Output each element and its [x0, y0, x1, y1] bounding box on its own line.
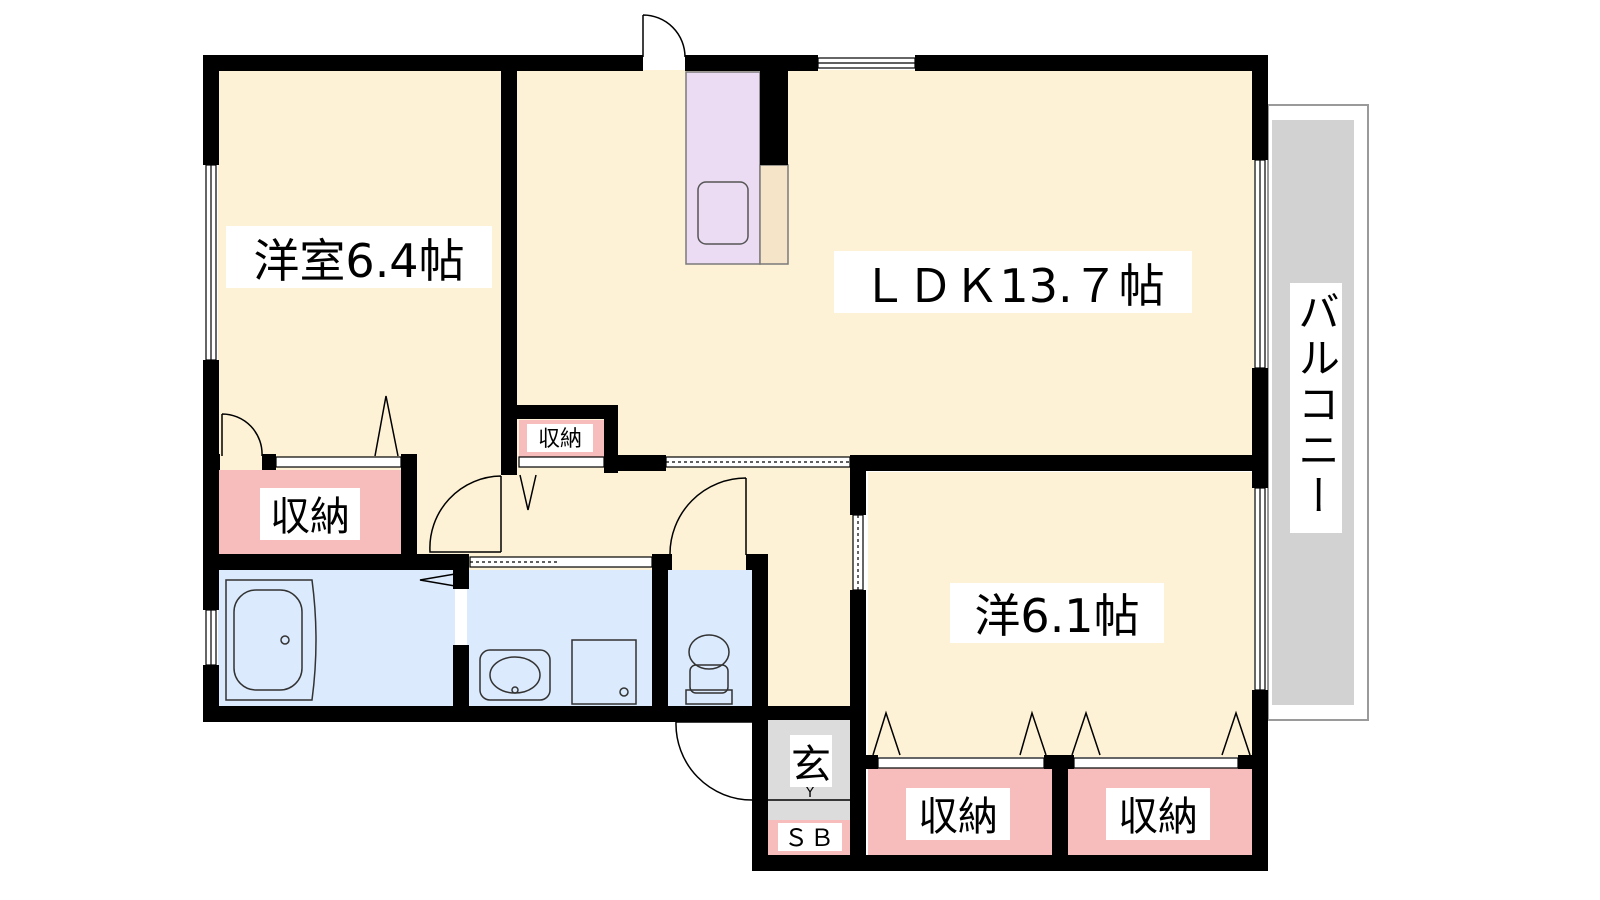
shoe-box-label: ＳＢ	[784, 824, 836, 852]
toilet-icon	[685, 634, 733, 705]
balcony-label: バルコニー	[1292, 290, 1341, 520]
washroom-floor	[467, 570, 652, 707]
room-labels: 洋室6.4帖 ＬＤＫ13.７帖 洋6.1帖 収納 収納 収納 収納 玄 ＳＢ	[226, 226, 1210, 852]
bathtub-icon	[225, 579, 317, 701]
kitchen-sink	[697, 181, 749, 245]
toilet-floor	[667, 570, 753, 707]
walls	[203, 55, 1268, 871]
storage-western-2-right-label: 収納	[1118, 794, 1198, 840]
storage-small-ldk-label: 収納	[538, 427, 582, 452]
washing-machine-icon	[571, 639, 637, 705]
ldk-label: ＬＤＫ13.７帖	[861, 259, 1164, 313]
western-room-2-label: 洋6.1帖	[974, 589, 1139, 643]
hallway-floor	[417, 462, 854, 572]
western-room-1-label: 洋室6.4帖	[253, 234, 464, 288]
doors	[221, 14, 1251, 801]
washbasin-icon	[479, 649, 551, 701]
storage-western-2-left-label: 収納	[918, 794, 998, 840]
storage-western-1-label: 収納	[270, 494, 350, 540]
entrance-label: 玄	[791, 742, 831, 788]
kitchen-side-counter	[759, 164, 789, 265]
hallway-lower-floor	[765, 560, 855, 708]
windows	[205, 57, 1266, 769]
bathroom-floor	[218, 570, 455, 707]
entrance-arrow-icon: Y	[805, 785, 815, 801]
